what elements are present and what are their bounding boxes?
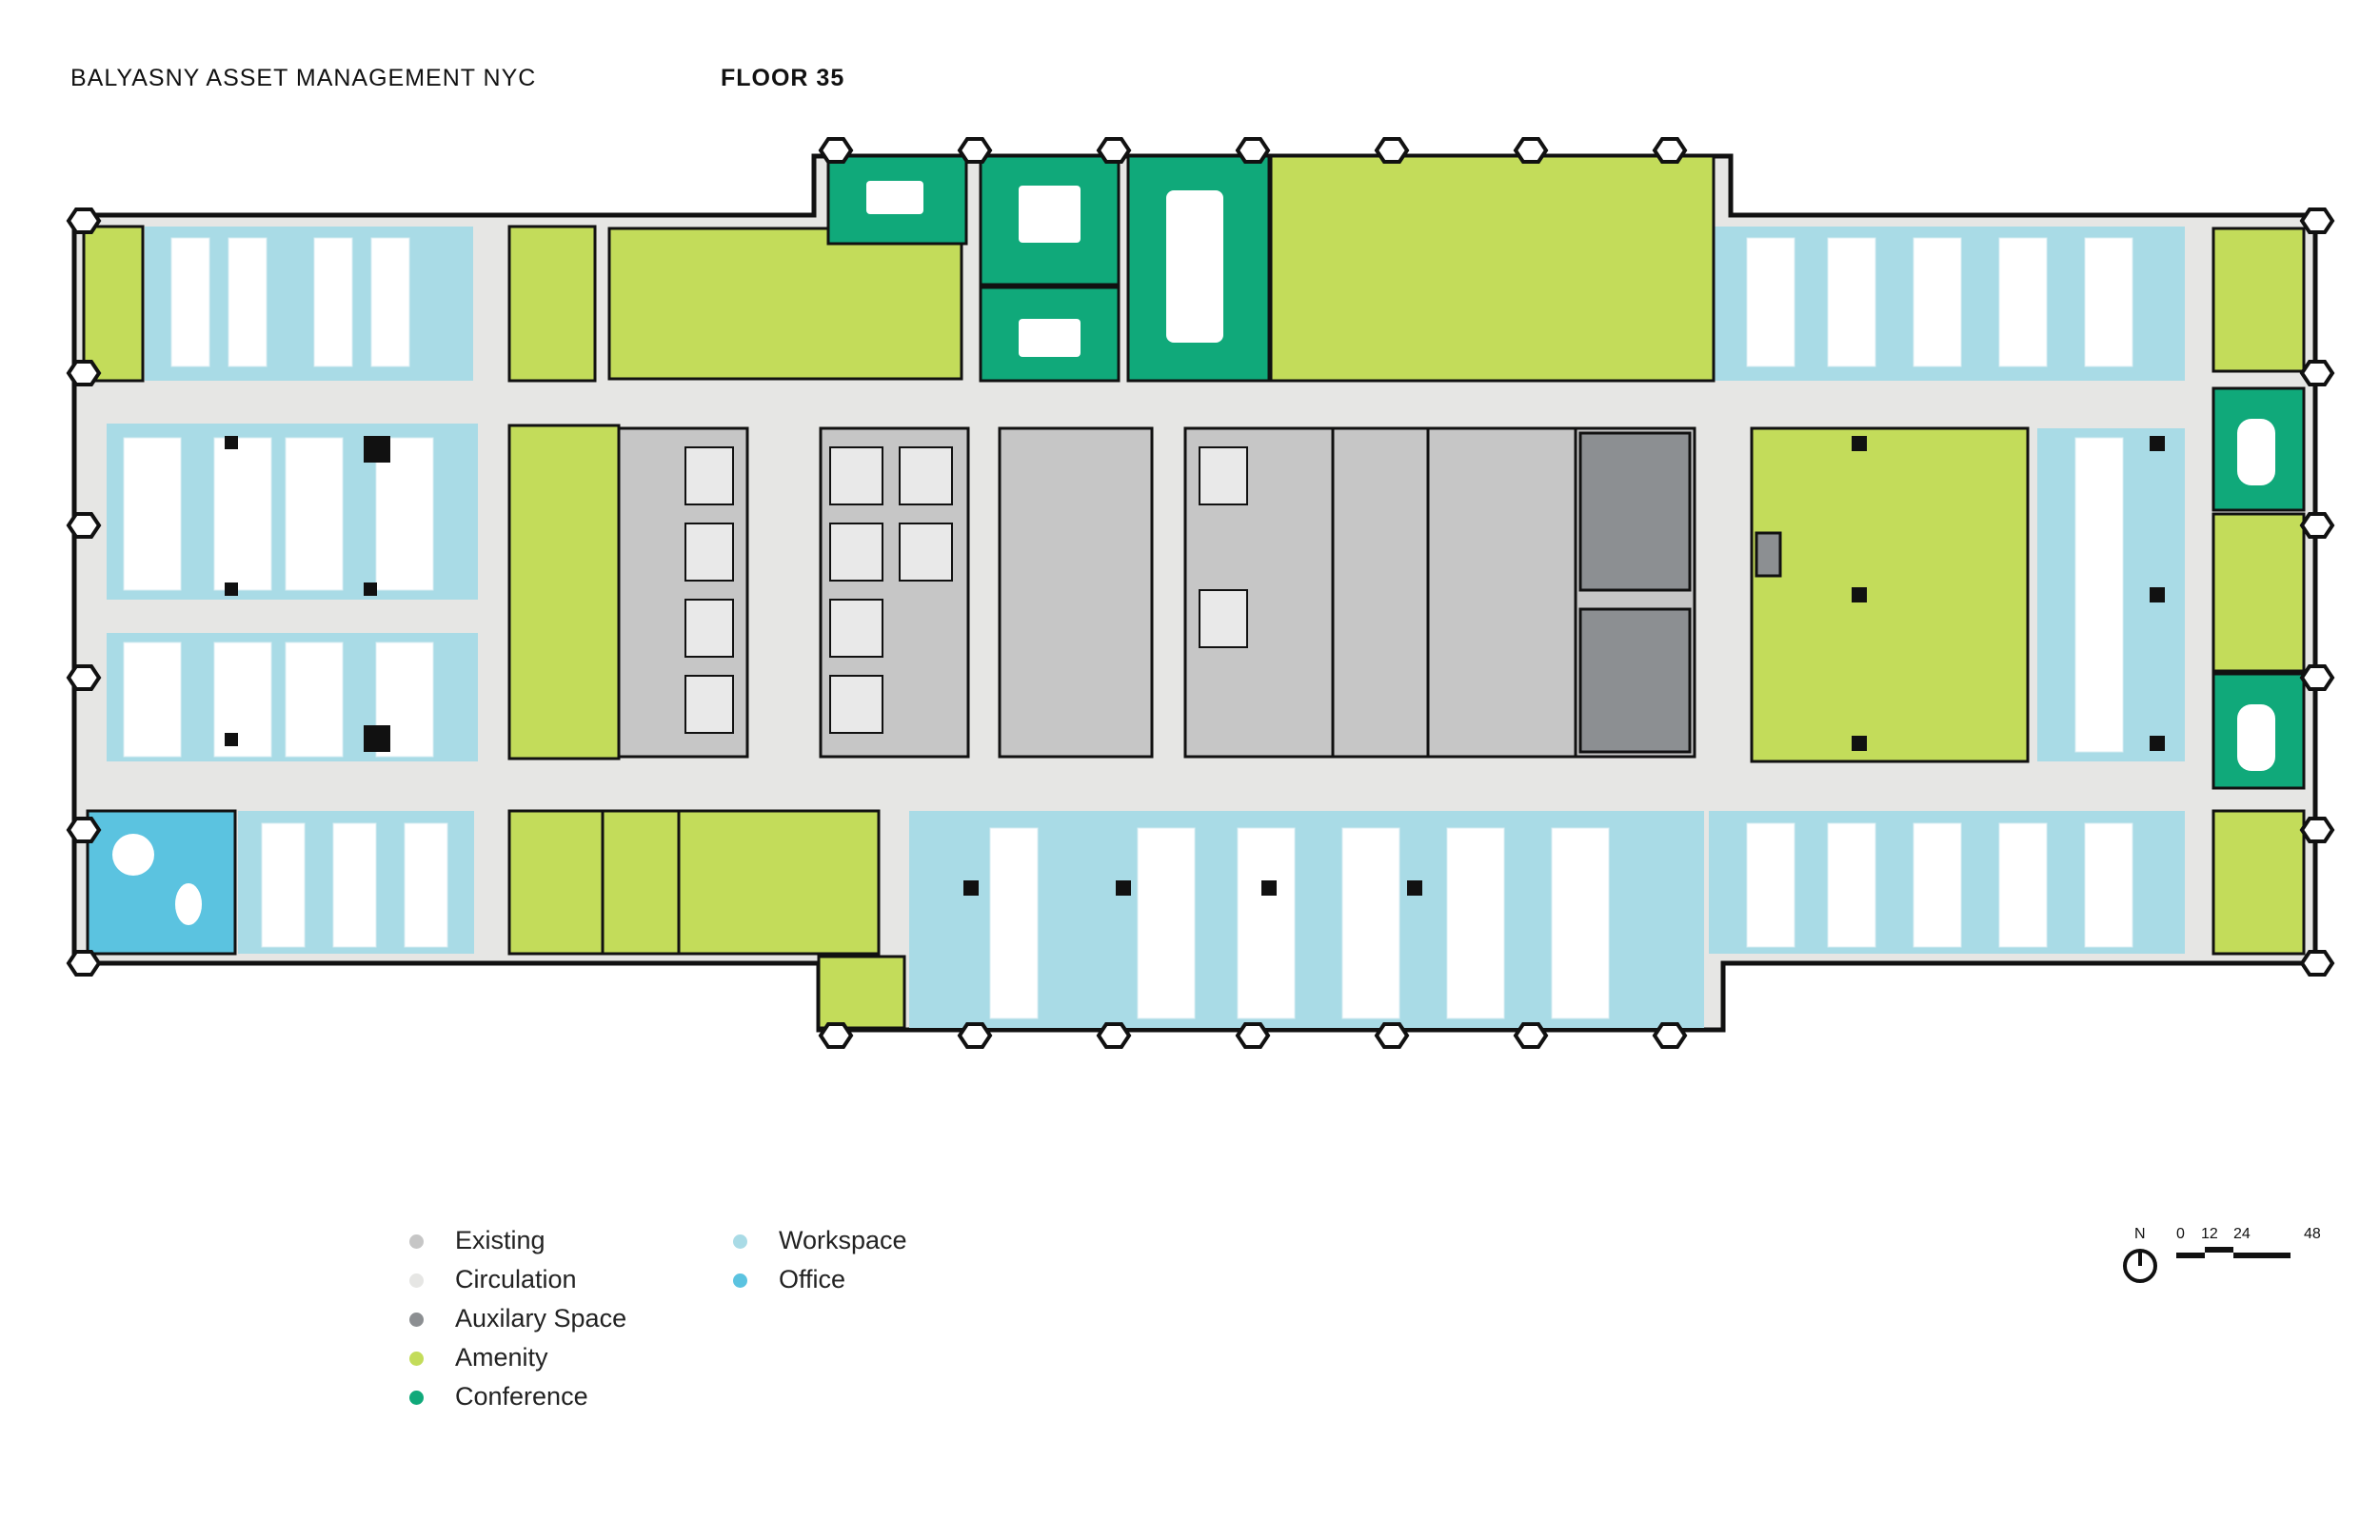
facade-mullions bbox=[66, 207, 2335, 977]
legend-label: Existing bbox=[455, 1226, 545, 1254]
facade-mullions-top bbox=[818, 137, 1688, 1049]
auxiliary-space bbox=[1578, 431, 1782, 754]
legend-swatch bbox=[409, 1234, 424, 1249]
scale-tick-12: 12 bbox=[2201, 1226, 2218, 1242]
legend-label: Workspace bbox=[779, 1226, 907, 1254]
legend-label: Office bbox=[779, 1265, 846, 1293]
firm-title: BALYASNY ASSET MANAGEMENT NYC bbox=[70, 65, 537, 91]
scale-tick-24: 24 bbox=[2233, 1226, 2251, 1242]
legend-item-circulation: Circulation bbox=[409, 1265, 577, 1294]
scale-tick-48: 48 bbox=[2304, 1226, 2321, 1242]
legend-swatch bbox=[409, 1352, 424, 1366]
scale-bar bbox=[2123, 1247, 2291, 1283]
legend-item-auxilary-space: Auxilary Space bbox=[409, 1304, 627, 1333]
legend-item-conference: Conference bbox=[409, 1382, 588, 1412]
desk-grid bbox=[123, 237, 2133, 1019]
amenity-zones bbox=[82, 154, 2306, 1030]
legend-label: Circulation bbox=[455, 1265, 577, 1293]
legend-label: Conference bbox=[455, 1382, 588, 1411]
elevator-cabs bbox=[684, 446, 1248, 734]
legend-item-office: Office bbox=[733, 1265, 846, 1294]
legend-swatch bbox=[733, 1234, 747, 1249]
office-zone bbox=[86, 809, 237, 956]
legend-item-workspace: Workspace bbox=[733, 1226, 907, 1255]
legend-label: Amenity bbox=[455, 1343, 548, 1372]
north-label: N bbox=[2134, 1226, 2146, 1242]
legend-swatch bbox=[733, 1273, 747, 1288]
structural-columns bbox=[225, 436, 2165, 896]
conference-zones bbox=[826, 154, 2306, 790]
floor-title: FLOOR 35 bbox=[721, 65, 845, 91]
legend-swatch bbox=[409, 1273, 424, 1288]
legend-swatch bbox=[409, 1313, 424, 1327]
legend-item-amenity: Amenity bbox=[409, 1343, 548, 1372]
legend-label: Auxilary Space bbox=[455, 1304, 627, 1333]
legend-item-existing: Existing bbox=[409, 1226, 545, 1255]
legend-swatch bbox=[409, 1391, 424, 1405]
conference-tables bbox=[866, 181, 2275, 771]
scale-tick-0: 0 bbox=[2176, 1226, 2185, 1242]
